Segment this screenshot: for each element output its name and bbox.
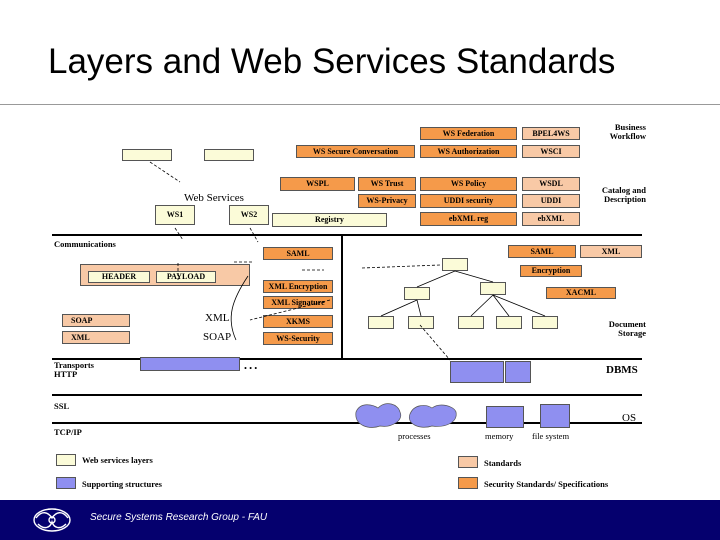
ws-policy-box: WS Policy bbox=[420, 177, 517, 191]
doc-tree-root bbox=[442, 258, 468, 271]
xkms-box: XKMS bbox=[263, 315, 333, 328]
xml-box: XML bbox=[62, 331, 130, 344]
ws1-box: WS1 bbox=[155, 205, 195, 225]
doc-tree-leaf-2 bbox=[408, 316, 434, 329]
wspl-box: WSPL bbox=[280, 177, 355, 191]
xml-label: XML bbox=[205, 312, 230, 324]
wsci-box: WSCI bbox=[522, 145, 580, 158]
wsdl-box: WSDL bbox=[522, 177, 580, 191]
connector-doc-root bbox=[361, 264, 441, 269]
tree-edge-root-left bbox=[416, 270, 456, 288]
xml-signature-box: XML Signature bbox=[263, 296, 333, 309]
transports-layer-line bbox=[52, 358, 642, 360]
doc-tree-node-left bbox=[404, 287, 430, 300]
uddi-security-box: UDDI security bbox=[420, 194, 517, 208]
connector-ws2-communications bbox=[249, 227, 259, 243]
ebxml-reg-box: ebXML reg bbox=[420, 212, 517, 226]
ssl-layer-line bbox=[52, 394, 642, 396]
legend-support-label: Supporting structures bbox=[82, 479, 162, 489]
transports-ellipsis: • • • bbox=[244, 363, 258, 373]
memory-label: memory bbox=[485, 431, 514, 441]
saml-right-box: SAML bbox=[508, 245, 576, 258]
ws-security-box: WS-Security bbox=[263, 332, 333, 345]
page-title: Layers and Web Services Standards bbox=[48, 42, 616, 81]
tree-edge-right-leaf5 bbox=[492, 294, 546, 317]
dbms-support-left bbox=[450, 361, 504, 383]
tree-edge-right-leaf3 bbox=[470, 294, 494, 317]
connector-doc-dbms bbox=[419, 324, 451, 361]
dbms-label: DBMS bbox=[606, 364, 638, 376]
footer-bar bbox=[0, 500, 720, 540]
ws-trust-box: WS Trust bbox=[358, 177, 416, 191]
tree-edge-right-leaf4 bbox=[492, 294, 510, 317]
saml-left-box: SAML bbox=[263, 247, 333, 260]
process-cloud-2 bbox=[408, 404, 457, 428]
communications-layer-line bbox=[52, 234, 642, 236]
ws-layer-box-1 bbox=[122, 149, 172, 161]
legend-sec-label: Security Standards/ Specifications bbox=[484, 479, 609, 489]
connector-payload-curve bbox=[230, 275, 249, 341]
communications-vertical-divider bbox=[341, 234, 343, 359]
tree-edge-root-right bbox=[454, 270, 494, 283]
connector-ws1-webservices bbox=[149, 161, 181, 183]
document-storage-label: Document Storage bbox=[608, 319, 646, 339]
connector-ws1-communications bbox=[174, 227, 184, 241]
connector-security-xml bbox=[249, 299, 331, 321]
bpel4ws-box: BPEL4WS bbox=[522, 127, 580, 140]
tcpip-layer-line bbox=[52, 422, 642, 424]
ws-privacy-box: WS-Privacy bbox=[358, 194, 416, 208]
registry-box: Registry bbox=[272, 213, 387, 227]
ws-federation-box: WS Federation bbox=[420, 127, 517, 140]
business-workflow-label: Business Workflow bbox=[609, 122, 646, 142]
file-system-label: file system bbox=[532, 431, 570, 441]
legend-ws-swatch bbox=[56, 454, 76, 466]
doc-tree-node-right bbox=[480, 282, 506, 295]
doc-tree-leaf-3 bbox=[458, 316, 484, 329]
soap-label: SOAP bbox=[203, 331, 232, 343]
footer-text: Secure Systems Research Group - FAU bbox=[90, 512, 268, 523]
header-box: HEADER bbox=[88, 271, 150, 283]
title-divider bbox=[0, 104, 720, 105]
ebxml-box: ebXML bbox=[522, 212, 580, 226]
catalog-description-label: Catalog and Description bbox=[601, 185, 646, 205]
tree-edge-left-leaf1 bbox=[380, 299, 418, 317]
doc-tree-leaf-4 bbox=[496, 316, 522, 329]
legend-ws-label: Web services layers bbox=[82, 455, 153, 465]
dbms-support-right bbox=[505, 361, 531, 383]
transports-http-label: Transports HTTP bbox=[54, 360, 94, 380]
process-cloud-1 bbox=[355, 403, 402, 428]
ws2-box: WS2 bbox=[229, 205, 269, 225]
legend-support-swatch bbox=[56, 477, 76, 489]
ws-layer-box-2 bbox=[204, 149, 254, 161]
payload-box: PAYLOAD bbox=[156, 271, 216, 283]
processes-label: processes bbox=[398, 431, 431, 441]
diagram-connectors bbox=[149, 161, 546, 428]
file-system-support-box bbox=[540, 404, 570, 428]
tcpip-label: TCP/IP bbox=[54, 427, 82, 437]
encryption-box: Encryption bbox=[520, 265, 582, 277]
doc-tree-leaf-1 bbox=[368, 316, 394, 329]
transports-support-bar bbox=[140, 357, 240, 371]
uddi-box: UDDI bbox=[522, 194, 580, 208]
fau-logo-icon bbox=[33, 508, 71, 532]
os-label: OS bbox=[622, 412, 637, 424]
ssl-label: SSL bbox=[54, 401, 70, 411]
ws-secure-conversation-box: WS Secure Conversation bbox=[296, 145, 415, 158]
soap-box: SOAP bbox=[62, 314, 130, 327]
xml-right-box: XML bbox=[580, 245, 642, 258]
tree-edge-left-leaf2 bbox=[416, 299, 422, 317]
legend-std-swatch bbox=[458, 456, 478, 468]
legend-std-label: Standards bbox=[484, 458, 522, 468]
doc-tree-leaf-5 bbox=[532, 316, 558, 329]
web-services-label: Web Services bbox=[184, 192, 244, 204]
legend-sec-swatch bbox=[458, 477, 478, 489]
communications-label: Communications bbox=[54, 239, 116, 249]
memory-support-box bbox=[486, 406, 524, 428]
ws-authorization-box: WS Authorization bbox=[420, 145, 517, 158]
xacml-box: XACML bbox=[546, 287, 616, 299]
xml-encryption-box: XML Encryption bbox=[263, 280, 333, 293]
